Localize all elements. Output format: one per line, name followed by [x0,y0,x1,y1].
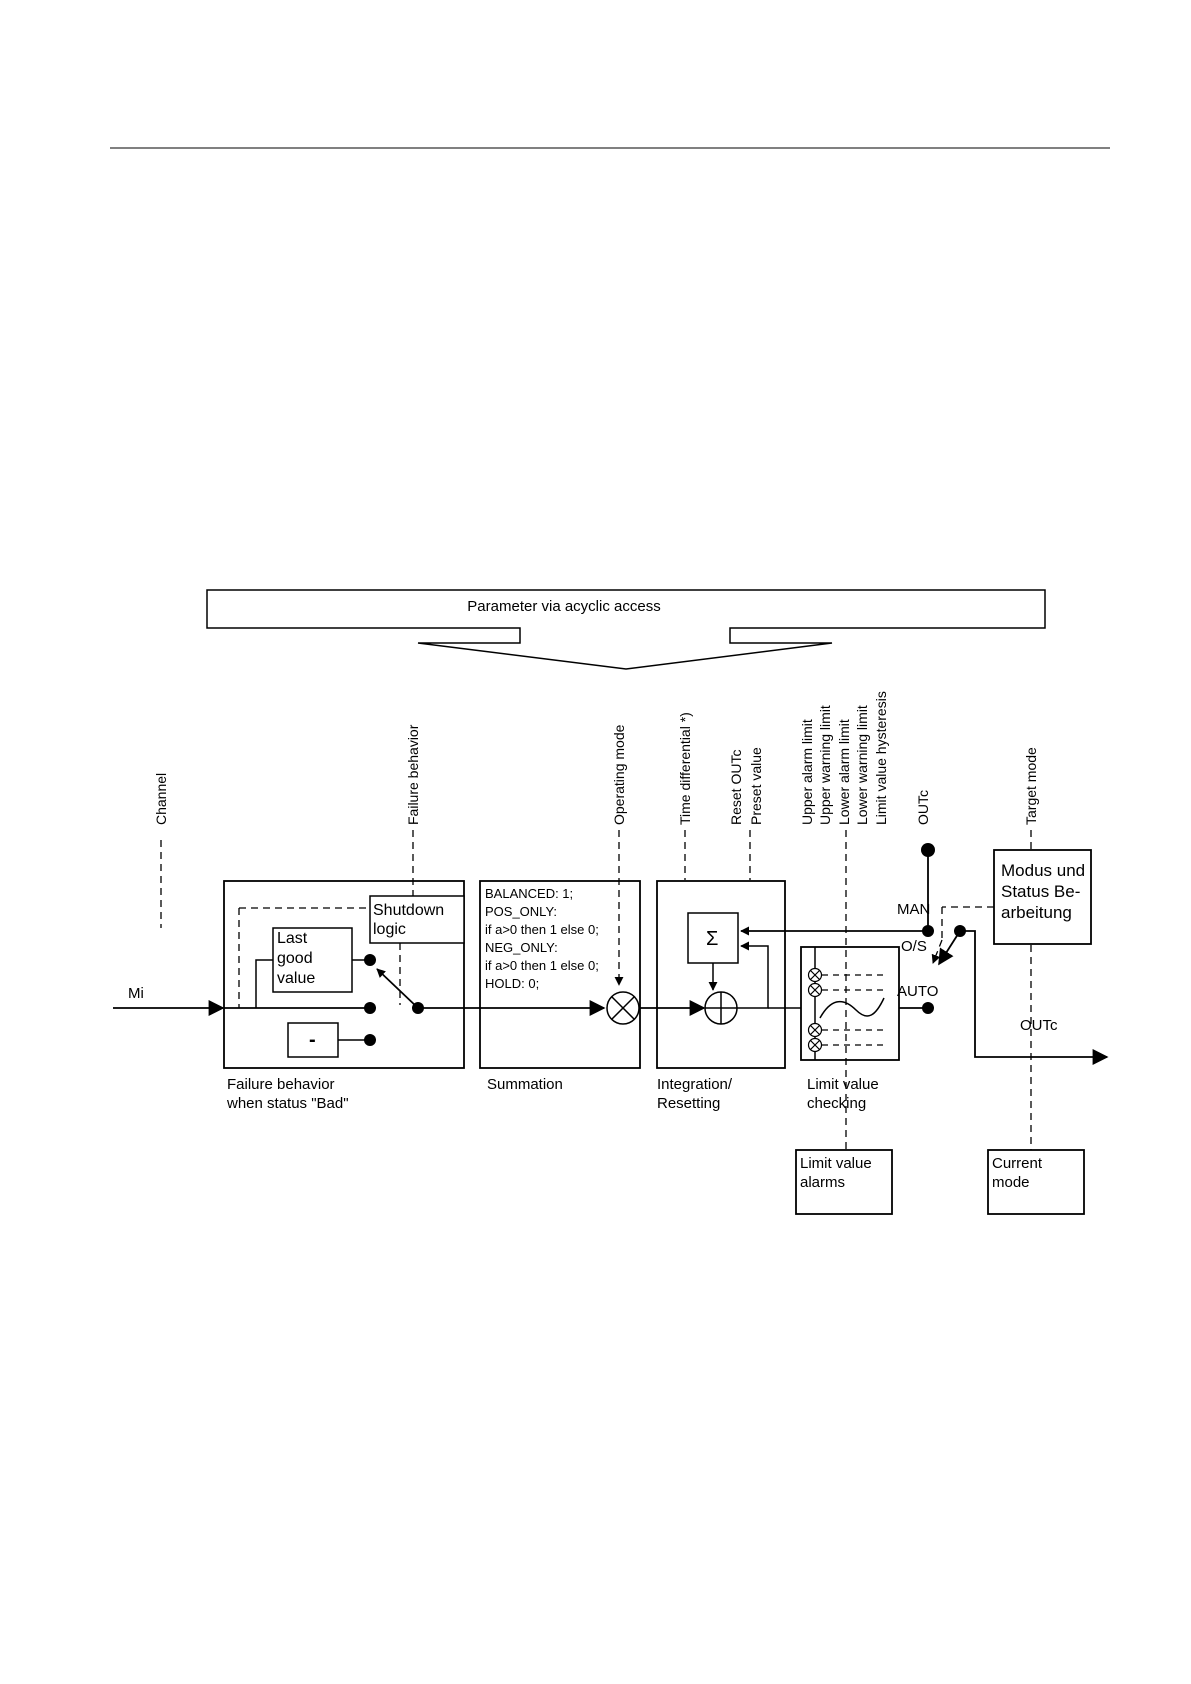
parameter-banner: Parameter via acyclic access [206,589,1046,670]
param-time-differential: Time differential *) [677,712,693,825]
failure-caption-line1: Failure behavior [227,1076,335,1093]
failure-switch-arm [376,968,419,1009]
param-operating-mode: Operating mode [611,724,627,825]
limit-multiplier-icons [807,967,823,1053]
minus-symbol: - [309,1029,316,1051]
limit-checking-block: Limit value checking [800,946,900,1112]
mode-switch: MAN O/S AUTO [897,843,966,1014]
failure-behavior-block: Shutdown logic Last good value - Failure… [223,880,465,1112]
limit-caption-line2: checking [807,1095,866,1112]
failure-caption-line2: when status "Bad" [226,1095,349,1112]
mode-handling-line3: arbeitung [1001,903,1072,922]
multiplier-symbol [606,991,640,1025]
limit-alarms-line1: Limit value [800,1155,872,1172]
param-channel: Channel [153,773,169,825]
summation-line2: POS_ONLY: [485,904,557,919]
last-good-value-line2: good [277,950,313,967]
hysteresis-curve [819,997,885,1019]
switch-man-label: MAN [897,901,930,918]
sigma-box [687,912,739,964]
output-outc-line [960,930,1109,1065]
summation-caption: Summation [487,1076,563,1093]
shutdown-logic-line2: logic [373,921,406,938]
shutdown-logic-box [369,895,465,944]
switch-os-label: O/S [901,938,927,955]
sigma-symbol: Σ [706,928,718,950]
parameter-banner-label: Parameter via acyclic access [467,598,660,615]
shutdown-logic-line1: Shutdown [373,902,444,919]
current-mode-line1: Current [992,1155,1043,1172]
limit-alarms-line2: alarms [800,1174,845,1191]
parameter-labels: Channel Failure behavior Operating mode … [153,691,1039,825]
param-failure-behavior: Failure behavior [405,724,421,825]
input-mi-label: Mi [128,985,144,1002]
summation-line6: HOLD: 0; [485,976,539,991]
param-upper-warning-limit: Upper warning limit [817,705,833,825]
param-limit-value-hysteresis: Limit value hysteresis [873,691,889,825]
limit-caption-line1: Limit value [807,1076,879,1093]
param-lower-warning-limit: Lower warning limit [854,705,870,825]
adder-symbol [704,991,738,1025]
mode-handling-line1: Modus und [1001,861,1085,880]
summation-line1: BALANCED: 1; [485,886,573,901]
limit-alarms-box: Limit value alarms [795,1149,893,1215]
summation-line3: if a>0 then 1 else 0; [485,922,599,937]
param-outc: OUTc [915,790,931,825]
current-mode-box: Current mode [987,1149,1085,1215]
param-preset-value: Preset value [748,747,764,825]
last-good-value-line3: value [277,970,315,987]
mode-handling-block: Modus und Status Be- arbeitung [993,849,1092,945]
param-reset-outc: Reset OUTc [728,750,744,825]
output-outc-label: OUTc [1020,1017,1058,1034]
switch-auto-label: AUTO [897,983,938,1000]
param-upper-alarm-limit: Upper alarm limit [799,719,815,825]
mode-handling-line2: Status Be- [1001,882,1080,901]
integration-caption-line2: Resetting [657,1095,720,1112]
summation-block: BALANCED: 1; POS_ONLY: if a>0 then 1 els… [479,880,641,1093]
last-good-value-line1: Last [277,930,308,947]
param-target-mode: Target mode [1023,747,1039,825]
summation-line5: if a>0 then 1 else 0; [485,958,599,973]
param-lower-alarm-limit: Lower alarm limit [836,719,852,825]
summation-line4: NEG_ONLY: [485,940,558,955]
current-mode-line2: mode [992,1174,1030,1191]
integration-block: Σ Integration/ Resetting [656,880,786,1112]
integration-caption-line1: Integration/ [657,1076,733,1093]
